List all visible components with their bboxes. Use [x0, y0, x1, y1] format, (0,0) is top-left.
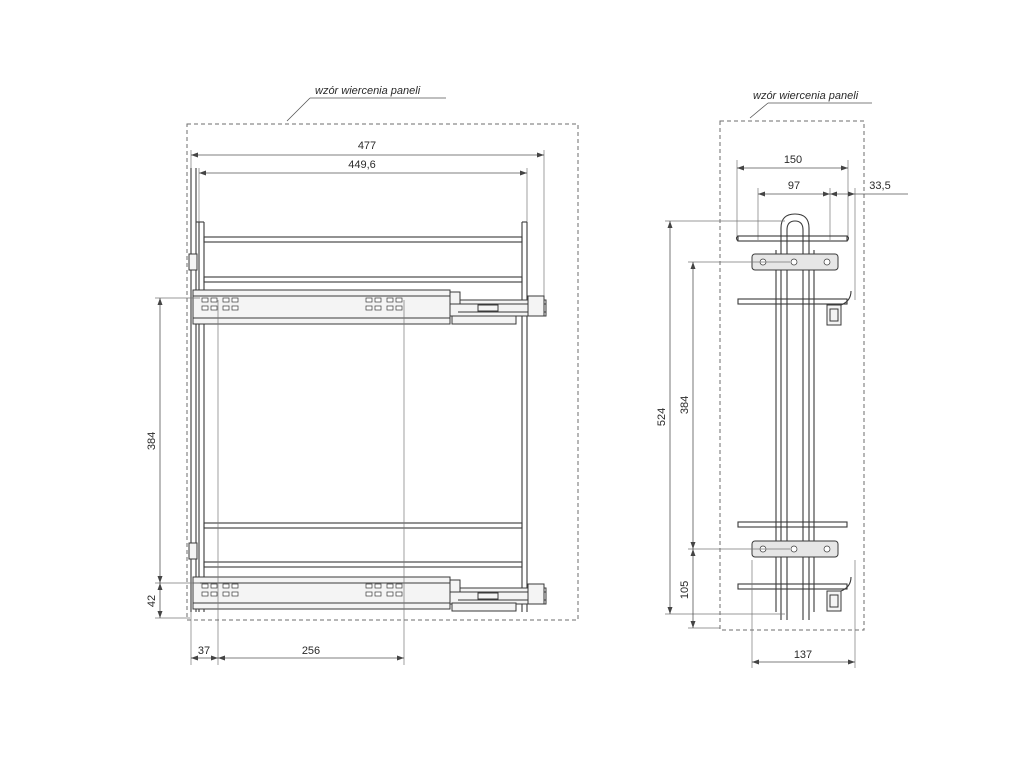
dim-37: 37: [198, 645, 210, 657]
dim-137: 137: [794, 649, 812, 661]
front-panel-outline: [186, 123, 579, 621]
dim-524: 524: [656, 408, 668, 426]
lower-runner: [192, 576, 547, 612]
side-note-leader: [749, 102, 769, 119]
front-view: wzór wiercenia paneli 477 449,6: [146, 85, 579, 665]
dim-42: 42: [146, 595, 158, 607]
dim-449-6: 449,6: [348, 159, 376, 171]
side-panel-note: wzór wiercenia paneli: [753, 90, 859, 102]
upper-holes-right: [365, 297, 403, 311]
dim-front-384: 384: [146, 432, 158, 450]
upper-runner: [192, 289, 547, 325]
dim-97: 97: [788, 180, 800, 192]
dim-33-5: 33,5: [869, 180, 890, 192]
front-note-leader: [286, 97, 311, 122]
dim-150: 150: [784, 154, 802, 166]
side-view: wzór wiercenia paneli 150 97 33,5: [656, 90, 908, 668]
dim-side-384: 384: [679, 396, 691, 414]
dim-477: 477: [358, 140, 376, 152]
lower-holes-right: [365, 583, 403, 597]
front-panel-note: wzór wiercenia paneli: [315, 85, 421, 97]
upper-holes-left: [201, 297, 239, 311]
dim-105: 105: [679, 581, 691, 599]
upper-mounting-plate: [751, 253, 839, 271]
dim-256: 256: [302, 645, 320, 657]
lower-holes-left: [201, 583, 239, 597]
side-panel-outline: [719, 120, 865, 631]
